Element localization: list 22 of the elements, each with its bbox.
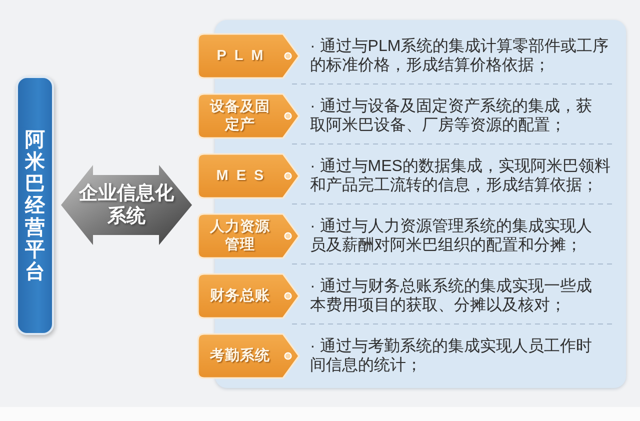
platform-box xyxy=(16,76,54,335)
tag-label: MES xyxy=(215,166,272,186)
tag-shape xyxy=(197,153,301,199)
description-text: · 通过与财务总账系统的集成实现一些成本费用项目的获取、分摊以及核对； xyxy=(310,277,593,315)
description-text: · 通过与PLM系统的集成计算零部件或工序的标准价格，形成结算价格依据； xyxy=(310,37,610,75)
tag-shape xyxy=(197,213,301,259)
tag-shape xyxy=(197,273,301,319)
tag-label: 设备及固定产 xyxy=(208,98,271,134)
system-label: 企业信息化系统 xyxy=(78,182,175,228)
tag-shape xyxy=(197,333,301,379)
tag-label: PLM xyxy=(216,46,272,66)
description-text: · 通过与MES的数据集成，实现阿米巴领料和产品完工流转的信息，形成结算依据； xyxy=(310,157,612,195)
platform-title: 阿米巴经营平台 xyxy=(25,128,45,282)
double-arrow-shape xyxy=(60,163,193,247)
description-text: · 通过与人力资源管理系统的集成实现人员及薪酬对阿米巴组织的配置和分摊； xyxy=(310,217,593,255)
description-text: · 通过与设备及固定资产系统的集成，获取阿米巴设备、厂房等资源的配置； xyxy=(310,97,593,135)
tag-shape xyxy=(197,93,301,139)
tag-label: 人力资源管理 xyxy=(208,218,271,254)
description-text: · 通过与考勤系统的集成实现人员工作时间信息的统计； xyxy=(310,337,593,375)
tag-label: 考勤系统 xyxy=(209,346,271,366)
tag-shape xyxy=(197,33,301,79)
tag-label: 财务总账 xyxy=(209,286,271,306)
